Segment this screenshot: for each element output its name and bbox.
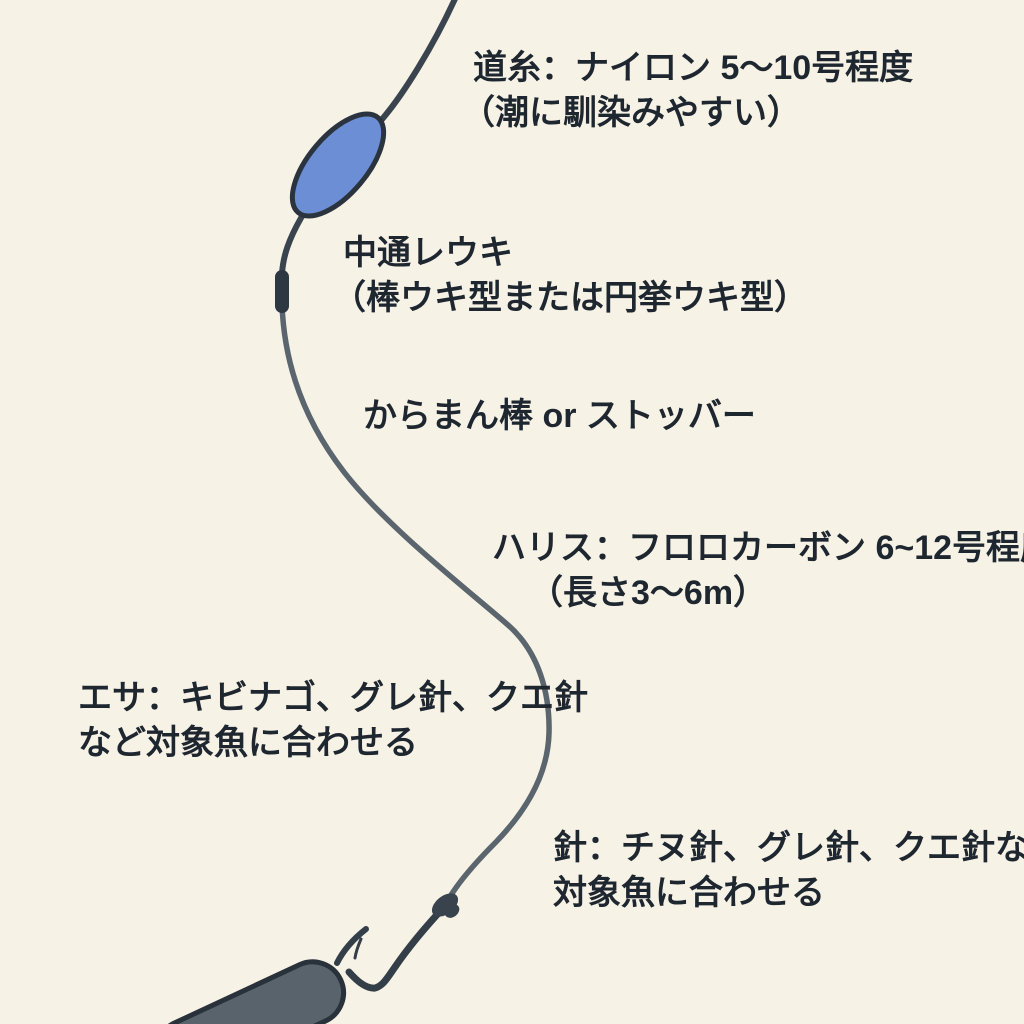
leader-line	[279, 301, 552, 903]
float-oval-icon	[289, 111, 387, 219]
label-main-line: 道糸：ナイロン 5〜10号程度 （潮に馴染みやすい）	[461, 46, 914, 136]
label-bait-text-2: など対象魚に合わせる	[78, 724, 418, 762]
fishing-hook	[345, 902, 449, 992]
label-hook-text-1: 針：チヌ針、グレ針、クエ針など	[553, 829, 1024, 867]
label-bait-text-1: エサ：キビナゴ、グレ針、クエ針	[78, 679, 588, 717]
bait	[153, 959, 347, 1024]
label-main-line-text-2: （潮に馴染みやすい）	[461, 94, 801, 132]
label-hook-text-2: 対象魚に合わせる	[553, 874, 825, 912]
label-leader: ハリス：フロロカーボン 6~12号程度 （長さ3〜6m）	[492, 526, 1024, 616]
label-stopper: からまん棒 or ストッバー	[363, 394, 756, 439]
bait-capsule-icon	[153, 959, 347, 1024]
knot-blob-icon	[444, 904, 460, 918]
label-float-text-2: （棒ウキ型または円挙ウキ型）	[332, 279, 808, 317]
inline-float	[289, 111, 387, 219]
label-hook: 針：チヌ針、グレ針、クエ針など 対象魚に合わせる	[553, 826, 1024, 916]
label-leader-text-1: ハリス：フロロカーボン 6~12号程度	[492, 529, 1024, 567]
label-stopper-text-1: からまん棒 or ストッバー	[363, 397, 756, 435]
hook-barb	[353, 937, 363, 960]
line-stopper	[275, 270, 289, 313]
label-leader-text-2: （長さ3〜6m）	[529, 574, 768, 612]
label-float: 中通レウキ （棒ウキ型または円挙ウキ型）	[332, 231, 808, 321]
label-main-line-text-1: 道糸：ナイロン 5〜10号程度	[473, 49, 914, 87]
hook-point	[334, 926, 369, 966]
label-bait: エサ：キビナゴ、グレ針、クエ針 など対象魚に合わせる	[78, 676, 588, 766]
label-float-text-1: 中通レウキ	[343, 234, 513, 272]
knot	[431, 893, 460, 918]
